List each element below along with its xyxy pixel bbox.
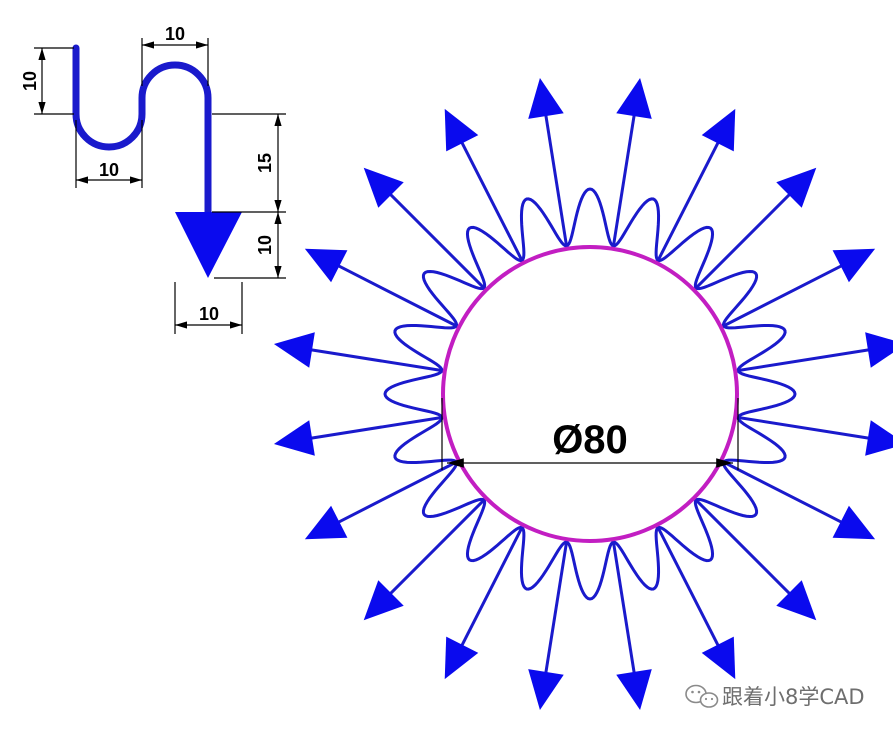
radial-arrow [734,415,893,456]
radial-arrows [273,77,893,711]
arrowhead [304,248,348,283]
wechat-icon [685,684,719,708]
arrowhead [444,108,479,152]
arrowhead [701,636,736,680]
radial-arrow [304,459,460,540]
wave-ring [383,187,797,601]
dim-top-label: 10 [165,24,185,44]
radial-arrow [655,108,736,264]
dim-arrow-width-label: 10 [199,304,219,324]
radial-arrow [611,77,652,250]
arrowhead [776,580,817,621]
radial-arrow [611,538,652,711]
dim-right-upper-label: 15 [255,153,275,173]
radial-arrow [363,496,488,621]
dim-bottom-label: 10 [99,160,119,180]
arrowhead [363,580,404,621]
detail-wave-path [72,44,212,218]
radial-arrow [528,77,569,250]
radial-arrow [363,167,488,292]
dim-left-label: 10 [20,71,40,91]
arrowhead [865,420,893,456]
arrowhead [832,248,876,283]
arrowhead [528,669,564,711]
arrowhead [701,108,736,152]
radial-arrow [720,459,876,540]
detail-arrowhead [175,212,242,278]
arrowhead [528,77,564,119]
arrowhead [363,167,404,208]
arrowhead [304,505,348,540]
watermark: 跟着小8学CAD [685,684,865,709]
radial-arrow [273,332,446,373]
dim-right-lower-label: 10 [255,235,275,255]
radial-arrow [692,496,817,621]
radial-arrow [444,524,525,680]
radial-arrow [273,415,446,456]
arrowhead [865,332,893,368]
radial-arrow [720,248,876,329]
radial-arrow [692,167,817,292]
radial-arrow [528,538,569,711]
arrowhead [832,505,876,540]
inner-circle [441,245,739,543]
detail-view: 10 10 10 15 10 10 [20,24,286,334]
arrowhead [444,636,479,680]
radial-arrow [304,248,460,329]
arrowhead [273,420,315,456]
main-pattern: Ø80 [273,77,893,711]
arrowhead [273,332,315,368]
diameter-label: Ø80 [552,418,628,462]
arrowhead [616,77,652,119]
watermark-text: 跟着小8学CAD [722,685,865,709]
radial-arrow [655,524,736,680]
radial-arrow [734,332,893,373]
radial-arrow [444,108,525,264]
arrowhead [776,167,817,208]
arrowhead [616,669,652,711]
wave-ring-path [383,187,797,601]
